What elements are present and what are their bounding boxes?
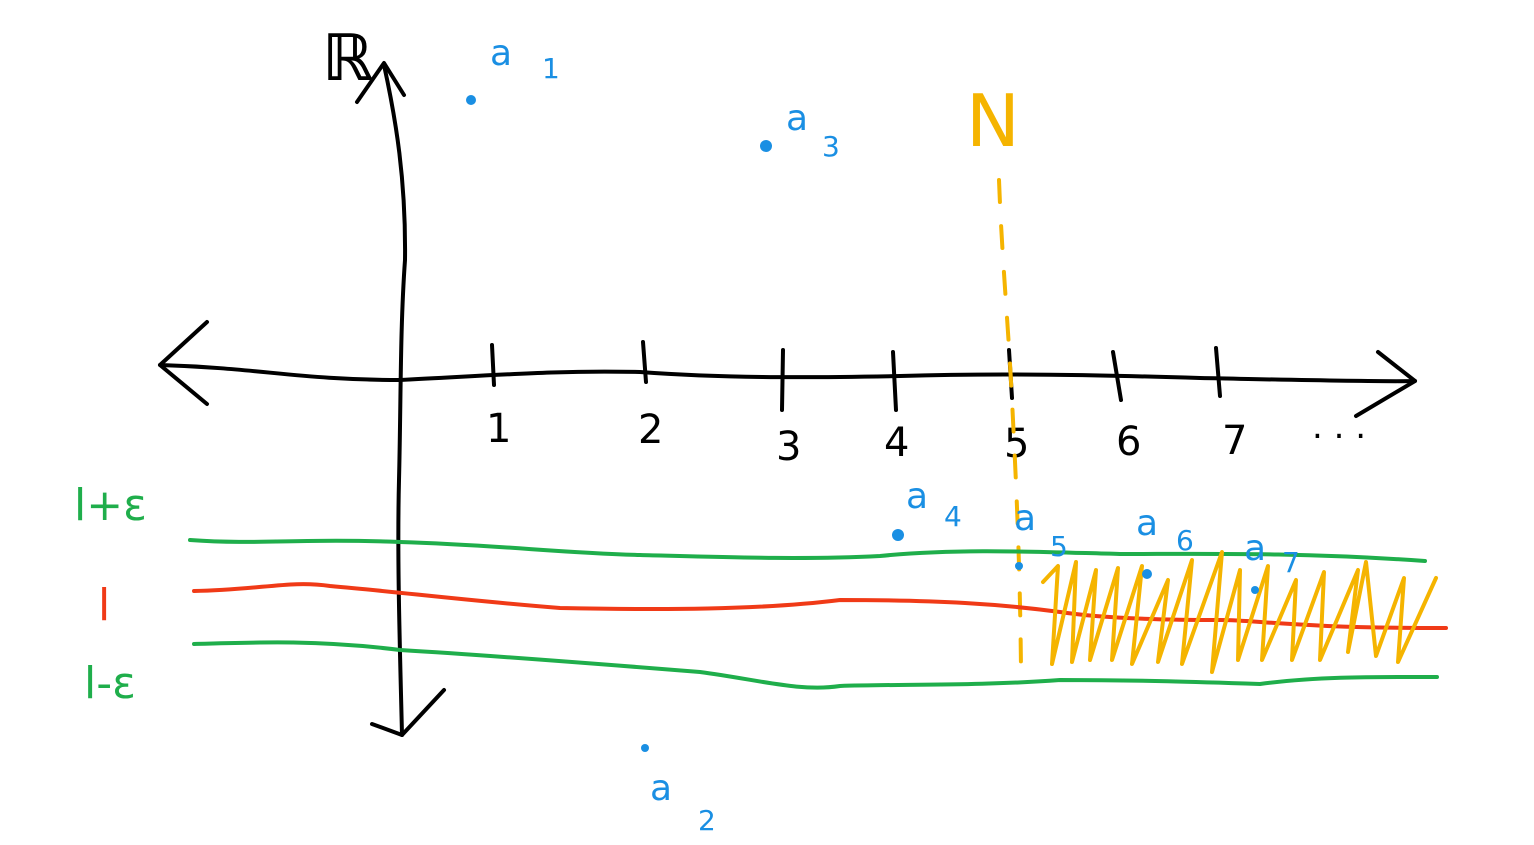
sequence-index-4: 4 — [944, 500, 962, 533]
threshold-label: N — [966, 79, 1020, 163]
sequence-label-6: a — [1136, 503, 1158, 544]
band-labels: l+ε l l-ε — [74, 480, 147, 709]
sequence-index-1: 1 — [542, 52, 560, 85]
sequence-label-5: a — [1014, 498, 1036, 539]
upper-band-line — [188, 538, 1427, 563]
sequence-label-1: a — [490, 33, 512, 74]
sequence-point-7 — [1251, 586, 1259, 594]
tick-mark-6 — [1111, 350, 1123, 402]
sequence-point-3 — [760, 140, 772, 152]
sequence-index-7: 7 — [1282, 546, 1300, 579]
sequence-point-5 — [1015, 562, 1023, 570]
sequence-index-6: 6 — [1176, 524, 1194, 557]
tick-mark-3 — [780, 348, 785, 412]
sequence-labels: a 1 a 2 a 3 a 4 a 5 a 6 a 7 — [490, 33, 1300, 837]
tail-hatch-region — [1041, 550, 1438, 674]
tick-label-3: 3 — [776, 424, 801, 470]
sequence-point-2 — [641, 744, 649, 752]
vertical-axis — [355, 61, 446, 737]
tick-mark-2 — [641, 340, 648, 384]
tick-mark-1 — [490, 343, 496, 387]
tick-ellipsis: . . . — [1312, 407, 1366, 447]
horizontal-axis — [158, 320, 1417, 418]
tick-mark-7 — [1214, 346, 1222, 398]
tick-label-2: 2 — [638, 407, 663, 453]
epsilon-band — [188, 538, 1448, 690]
sequence-point-1 — [466, 95, 476, 105]
limit-label: l — [98, 580, 110, 631]
tick-label-6: 6 — [1116, 419, 1141, 465]
sequence-index-2: 2 — [698, 804, 716, 837]
top-arrowhead — [355, 61, 406, 104]
vertical-axis-line — [382, 63, 408, 737]
sequence-label-2: a — [650, 768, 672, 809]
sequence-label-7: a — [1244, 528, 1266, 569]
lower-band-label: l-ε — [84, 658, 136, 709]
lower-band-line — [192, 640, 1439, 690]
sequence-index-5: 5 — [1050, 530, 1068, 563]
tick-label-7: 7 — [1222, 418, 1247, 464]
tick-marks — [490, 340, 1222, 412]
sequence-point-6 — [1142, 569, 1152, 579]
sequence-label-3: a — [786, 98, 808, 139]
tick-label-1: 1 — [486, 406, 511, 452]
sequence-point-4 — [892, 529, 904, 541]
tick-labels: 1 2 3 4 5 6 7 . . . — [486, 406, 1366, 470]
limit-line — [192, 582, 1448, 630]
horizontal-axis-line — [158, 363, 1417, 384]
tick-label-4: 4 — [884, 420, 909, 466]
left-arrowhead — [158, 320, 209, 406]
sequence-points — [466, 95, 1259, 752]
sequence-label-4: a — [906, 476, 928, 517]
sequence-index-3: 3 — [822, 130, 840, 163]
tick-mark-4 — [891, 350, 898, 412]
upper-band-label: l+ε — [74, 480, 147, 531]
bottom-arrowhead — [370, 688, 446, 737]
right-arrowhead — [1354, 350, 1417, 418]
vertical-axis-label: ℝ — [322, 22, 373, 96]
